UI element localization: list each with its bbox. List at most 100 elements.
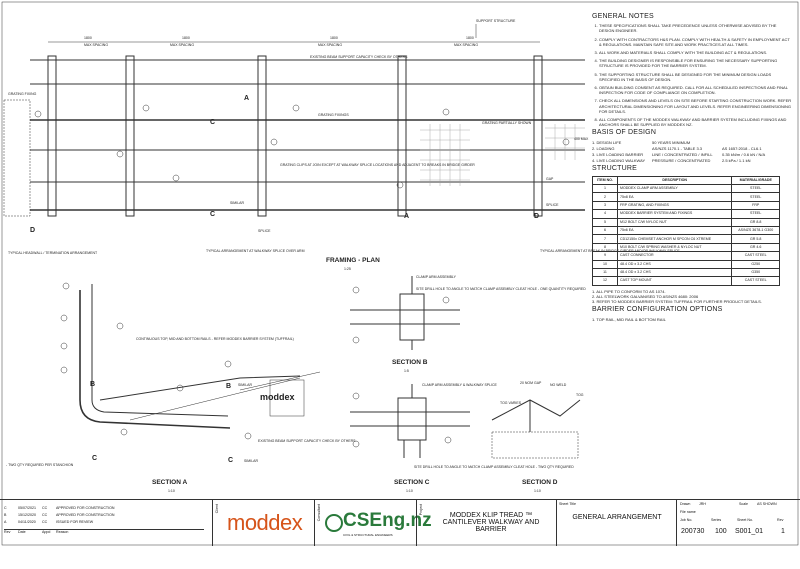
title-section-d: SECTION D bbox=[522, 479, 558, 486]
consultant-logo: CSEng.nz bbox=[343, 510, 432, 531]
client-logo: moddex bbox=[227, 510, 303, 535]
revision-rev: A bbox=[4, 520, 7, 524]
revision-date: 04/11/2020 bbox=[18, 520, 36, 524]
sheet-number: S001_01 bbox=[735, 528, 764, 535]
consultant-label: Consultant bbox=[317, 504, 321, 522]
dim-spacing: MAX SPACING bbox=[170, 43, 194, 47]
general-notes-list: THESE SPECIFICATIONS SHALL TAKE PRECEDEN… bbox=[592, 23, 792, 127]
consultant-tag: CIVIL & STRUCTURAL ENGINEERS bbox=[343, 533, 393, 537]
sheet-title: GENERAL ARRANGEMENT bbox=[572, 514, 662, 521]
structure-cell: CAST TOP MOUNT bbox=[616, 276, 733, 286]
structure-cell: M10 BOLT C/W SPRING WASHER & NYLOC NUT bbox=[616, 242, 733, 253]
dim-1800: 1800 bbox=[466, 36, 474, 40]
section-b: CLAMP ARM ASSEMBLY SITE DRILL HOLE TO AN… bbox=[350, 275, 586, 373]
structure-cell: 1 bbox=[592, 184, 618, 194]
label-grating-fixings: GRATING FIXINGS bbox=[318, 113, 349, 117]
barrier-title: BARRIER CONFIGURATION OPTIONS bbox=[592, 306, 723, 314]
structure-cell: G350 bbox=[731, 267, 780, 278]
series-number: 100 bbox=[715, 528, 727, 535]
consultant-cell: Consultant CSEng.nz CIVIL & STRUCTURAL E… bbox=[314, 500, 432, 546]
basis-val: 50 YEARS MINIMUM bbox=[652, 139, 691, 145]
svg-text:D: D bbox=[534, 213, 539, 220]
structure-cell: FRP GRATING, AND FIXINGS bbox=[616, 200, 733, 211]
sheet-no-label: Sheet No. bbox=[737, 518, 753, 522]
svg-text:A: A bbox=[244, 95, 249, 102]
project-label: Project bbox=[419, 504, 423, 516]
label-similar-a2: SIMILAR bbox=[244, 459, 258, 463]
structure-cell: AS/NZS 3678-1 G300 bbox=[731, 225, 780, 236]
label-splice-2: SPLICE bbox=[546, 203, 559, 207]
general-note: THE BUILDING DESIGNER IS RESPONSIBLE FOR… bbox=[599, 58, 792, 68]
project-cell: Project MODDEX KLIP TREAD ™ CANTILEVER W… bbox=[416, 500, 557, 546]
structure-cell: G250 bbox=[731, 259, 780, 269]
structure-cell: 2 bbox=[592, 192, 618, 202]
basis-val2: 0.35 kN/m / 0.6 kN / N/A bbox=[722, 152, 766, 158]
label-grating-fixing: GRATING FIXING bbox=[8, 92, 37, 96]
revision-appd: CC bbox=[42, 513, 48, 517]
project-title: MODDEX KLIP TREAD ™ CANTILEVER WALKWAY A… bbox=[442, 512, 540, 533]
scale-label: Scale bbox=[739, 502, 748, 506]
label-gap: GAP bbox=[546, 177, 554, 181]
basis-val2: 2.5 kPa / 1.1 kN bbox=[722, 158, 751, 164]
file-label: File name bbox=[680, 510, 696, 514]
basis-val: PRESSURE / CONCENTRATED bbox=[652, 158, 711, 164]
dim-1800: 1800 bbox=[84, 36, 92, 40]
revision-appd: CC bbox=[42, 520, 48, 524]
structure-cell: CD12150x CHEMSET ANCHOR M SPCON C6 XTREM… bbox=[616, 234, 733, 244]
label-site-drill-b: SITE DRILL HOLE TO ANGLE TO MATCH CLAMP … bbox=[416, 287, 586, 291]
label-splice: SPLICE bbox=[258, 229, 271, 233]
title-section-c: SECTION C bbox=[394, 479, 430, 486]
label-existing-beam-2: EXISTING BEAM SUPPORT CAPACITY CHECK BY … bbox=[258, 439, 356, 443]
revision-date: 05/07/2021 bbox=[18, 506, 36, 510]
structure-cell: FRP bbox=[731, 200, 780, 211]
revision-reason: APPROVED FOR CONSTRUCTION bbox=[56, 506, 115, 510]
structure-cell: 11 bbox=[592, 267, 618, 278]
rev-header: Reason bbox=[56, 530, 69, 534]
sheet-title-label: Sheet Title bbox=[559, 502, 576, 506]
basis-key: 3. LIVE LOADING BARRIER bbox=[592, 152, 644, 158]
general-note: OBTAIN BUILDING CONSENT AS REQUIRED. CAL… bbox=[599, 85, 792, 95]
structure-header: DESCRIPTION bbox=[616, 175, 733, 186]
structure-note: 2. ALL STEELWORK GALVANISED TO AS/NZS 46… bbox=[592, 293, 699, 299]
label-clamp-arm-walkway: CLAMP ARM ASSEMBLY & WALKWAY SPLICE bbox=[422, 383, 498, 387]
label-similar: SIMILAR bbox=[230, 201, 244, 205]
general-note: COMPLY WITH CONTRACTORS H&S PLAN. COMPLY… bbox=[599, 37, 792, 47]
general-note: CHECK ALL DIMENSIONS AND LEVELS ON SITE … bbox=[599, 98, 792, 114]
structure-cell: M12 BOLT C/W NYLOC NUT bbox=[616, 217, 733, 228]
structure-cell: GR 5.8 bbox=[731, 234, 780, 244]
structure-cell: 7 bbox=[592, 234, 618, 244]
general-note: THESE SPECIFICATIONS SHALL TAKE PRECEDEN… bbox=[599, 23, 792, 33]
structure-cell: CAST CONNECTOR bbox=[616, 251, 733, 261]
rev-header: Rev bbox=[4, 530, 11, 534]
structure-title: STRUCTURE bbox=[592, 165, 637, 173]
revision-date: 15/12/2020 bbox=[18, 513, 36, 517]
structure-cell: CAST STEEL bbox=[731, 251, 780, 261]
structure-cell: 9 bbox=[592, 251, 618, 261]
scale-value: AS SHOWN bbox=[757, 502, 777, 506]
label-continuous-rails: CONTINUOUS TOP, MID AND BOTTOM RAILS - R… bbox=[136, 337, 294, 341]
svg-text:C: C bbox=[228, 457, 233, 464]
svg-text:B: B bbox=[90, 381, 95, 388]
structure-cell: 10 bbox=[592, 259, 618, 269]
dim-spacing: MAX SPACING bbox=[454, 43, 478, 47]
section-d: 20 NOM GAP TOG VARIES NO WELD TOG SECTIO… bbox=[491, 381, 584, 493]
basis-val: LINE / CONCENTRATED / INFILL bbox=[652, 152, 713, 158]
sheet-border bbox=[1, 1, 799, 546]
structure-cell: MODDEX BARRIER SYSTEM AND FIXINGS bbox=[616, 209, 733, 219]
revision-rev: B bbox=[4, 513, 7, 517]
svg-text:A: A bbox=[404, 213, 409, 220]
drawing-info-cell: Drawn JRH Scale AS SHOWN File name Job N… bbox=[676, 500, 799, 546]
structure-cell: GR 4.6 bbox=[731, 242, 780, 253]
structure-cell: 5 bbox=[592, 217, 618, 228]
structure-cell: STEEL bbox=[731, 184, 780, 194]
